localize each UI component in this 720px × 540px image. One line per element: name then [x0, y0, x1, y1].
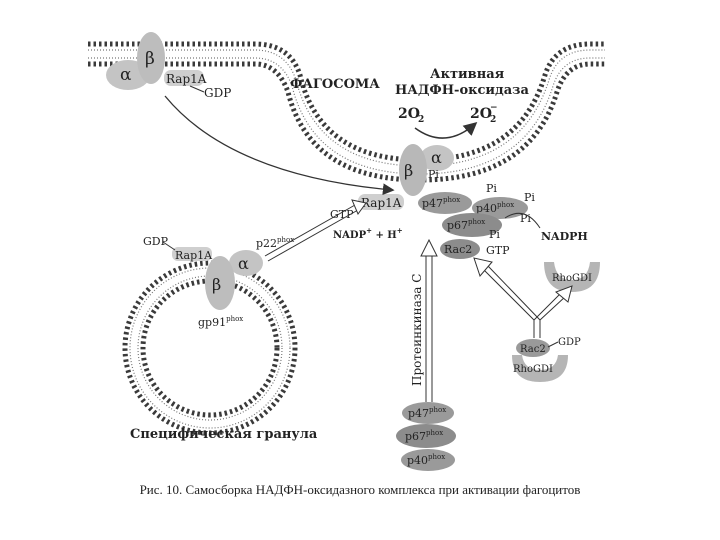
- granule-cytochrome: Rap1A GDP α β p22phox gp91phox: [143, 235, 294, 329]
- rac2-label-bottom: Rac2: [520, 344, 546, 355]
- beta-label-granule: β: [212, 275, 221, 294]
- rac2-rhogdi-complex: Rac2 RhoGDI GDP: [512, 337, 581, 382]
- granule-label: Специфическая гранула: [130, 427, 318, 442]
- rap1a-label-center: Rap1A: [361, 196, 402, 210]
- pi-label-center: Pi: [428, 168, 439, 181]
- phagosome-membrane: [88, 44, 605, 180]
- beta-label-top-left: β: [145, 49, 155, 69]
- o2-label: 2O 2: [398, 106, 424, 125]
- superoxide-label: 2O 2 −: [470, 103, 498, 125]
- pi-label-4: Pi: [489, 228, 500, 241]
- dissociation-arrows: [474, 258, 572, 338]
- active-oxidase-label-2: НАДФН-оксидаза: [395, 83, 529, 98]
- o2-to-superoxide-arrow: [415, 124, 475, 138]
- cytosolic-complex: p47phox p67phox p40phox: [396, 402, 456, 471]
- pkc-label: Протеинкиназа С: [410, 274, 424, 386]
- beta-label-center: β: [404, 161, 413, 180]
- pi-label-2: Pi: [524, 191, 535, 204]
- gdp-label-top-left: GDP: [204, 86, 231, 100]
- rap1a-label-granule: Rap1A: [175, 249, 213, 262]
- gtp-label-rac2: GTP: [486, 244, 510, 257]
- svg-text:2: 2: [418, 115, 424, 125]
- svg-text:2: 2: [490, 115, 496, 125]
- gp91-label: gp91phox: [198, 315, 243, 329]
- alpha-label-center: α: [431, 148, 442, 167]
- rap1a-label-top-left: Rap1A: [166, 72, 207, 86]
- nadph-label: NADPH: [541, 230, 588, 243]
- alpha-label-granule: α: [238, 254, 249, 273]
- rhogdi-label-free: RhoGDI: [552, 273, 592, 284]
- rhogdi-label-bottom: RhoGDI: [513, 364, 553, 375]
- rac2-label-center: Rac2: [444, 243, 472, 256]
- cytochrome-top-left: α β Rap1A GDP: [106, 32, 231, 100]
- gdp-label-rac2: GDP: [558, 337, 581, 348]
- nadp-label: NADP+ + H+: [333, 226, 403, 241]
- svg-text:−: −: [490, 103, 498, 113]
- alpha-label-top-left: α: [120, 65, 132, 85]
- svg-text:2O: 2O: [398, 106, 420, 122]
- p22-label: p22phox: [256, 236, 294, 250]
- translocation-arrow-top: [165, 96, 392, 190]
- figure-caption: Рис. 10. Самосборка НАДФН-оксидазного ко…: [0, 482, 720, 498]
- svg-text:2O: 2O: [470, 106, 492, 122]
- gdp-label-granule: GDP: [143, 235, 169, 248]
- phagosome-label: ФАГОСОМА: [290, 77, 380, 92]
- svg-text:NADP+ + H+: NADP+ + H+: [333, 226, 403, 241]
- pi-label-1: Pi: [486, 182, 497, 195]
- active-oxidase-label-1: Активная: [430, 67, 505, 82]
